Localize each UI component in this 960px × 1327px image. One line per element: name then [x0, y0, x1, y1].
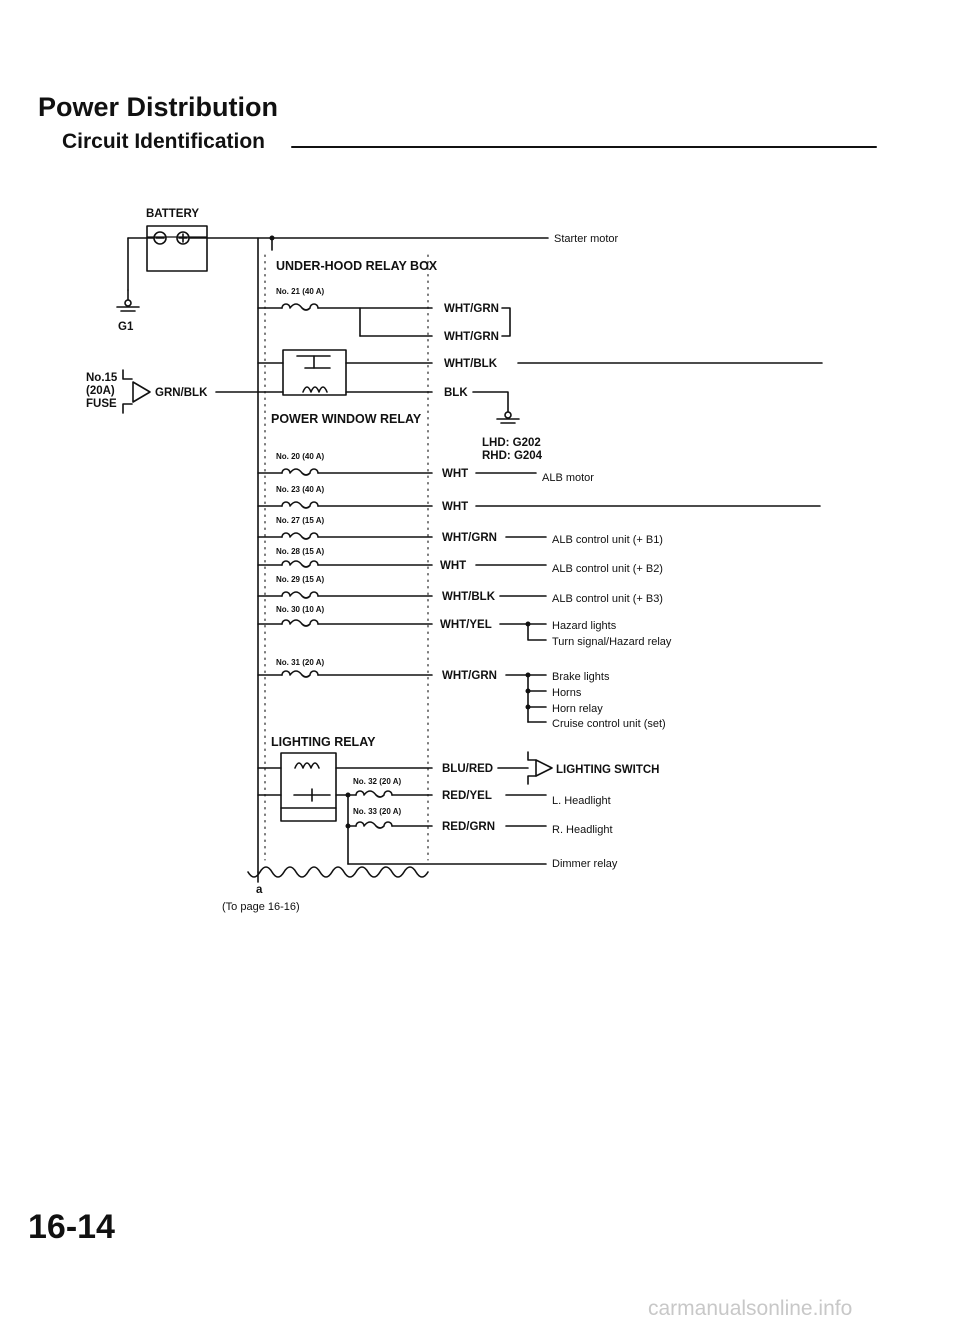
ground-rhd-label: RHD: G204: [482, 450, 543, 462]
wire-wsw: BLU/RED: [442, 763, 493, 775]
lighting-relay-icon: [257, 752, 433, 822]
load-lighting-switch: LIGHTING SWITCH: [556, 764, 660, 776]
svg-text:No. 23 (40 A): No. 23 (40 A): [276, 485, 324, 494]
wire-w29: WHT/BLK: [442, 591, 496, 603]
break-line: [247, 866, 429, 878]
wire-w27: WHT/GRN: [442, 532, 497, 544]
relay-box-label: UNDER-HOOD RELAY BOX: [276, 259, 438, 273]
connector-arrow-icon: [122, 369, 151, 414]
svg-text:No. 21 (40 A): No. 21 (40 A): [276, 287, 324, 296]
page-title: Power Distribution: [38, 92, 279, 122]
load-cruise: Cruise control unit (set): [552, 718, 666, 730]
load-horn-relay: Horn relay: [552, 703, 603, 715]
starter-label: Starter motor: [554, 233, 619, 245]
wire-w21a: WHT/GRN: [444, 303, 499, 315]
wire-w23: WHT: [442, 501, 468, 513]
connector-arrow-icon: [527, 751, 553, 785]
wire-w30: WHT/YEL: [440, 619, 492, 631]
ground-label-g1: G1: [118, 321, 134, 333]
ground-symbol-g1: [116, 289, 140, 312]
fuse-row-27: No. 27 (15 A): [257, 516, 433, 540]
wire-w32: RED/YEL: [442, 790, 492, 802]
to-page-letter: a: [256, 884, 263, 896]
load-brake: Brake lights: [552, 671, 610, 683]
fuse-row-20: No. 20 (40 A): [257, 452, 433, 476]
splice-31: [525, 672, 547, 723]
page-number: 16-14: [28, 1208, 115, 1246]
svg-text:No. 30 (10 A): No. 30 (10 A): [276, 605, 324, 614]
svg-text:No. 32 (20 A): No. 32 (20 A): [353, 777, 401, 786]
wire-wpw: WHT/BLK: [444, 358, 498, 370]
fuse15-line2: (20A): [86, 385, 115, 397]
wire-w31: WHT/GRN: [442, 670, 497, 682]
page-subtitle: Circuit Identification: [62, 130, 266, 153]
wire-w20: WHT: [442, 468, 468, 480]
ground-lhd-label: LHD: G202: [482, 437, 541, 449]
load-l-headlight: L. Headlight: [552, 795, 611, 807]
power-window-relay-icon: [257, 349, 433, 396]
load-turn: Turn signal/Hazard relay: [552, 636, 672, 648]
splice-21: [501, 307, 511, 337]
load-horns: Horns: [552, 687, 582, 699]
fuse15-line1: No.15: [86, 372, 118, 384]
svg-text:No. 31 (20 A): No. 31 (20 A): [276, 658, 324, 667]
battery-label: BATTERY: [146, 208, 199, 220]
wire-w28: WHT: [440, 560, 466, 572]
fuse-row-29: No. 29 (15 A): [257, 575, 433, 599]
fuse-row-31: No. 31 (20 A): [257, 658, 433, 678]
wire-wblk: BLK: [444, 387, 468, 399]
load-hazard: Hazard lights: [552, 620, 617, 632]
fuse15-line3: FUSE: [86, 398, 117, 410]
watermark: carmanualsonline.info: [648, 1297, 853, 1320]
fuse-row-32: No. 32 (20 A): [345, 777, 433, 865]
wire-w21b: WHT/GRN: [444, 331, 499, 343]
svg-text:No. 28 (15 A): No. 28 (15 A): [276, 547, 324, 556]
splice-30: [527, 623, 547, 641]
relay-box-border: [264, 254, 429, 861]
fuse-row-30: No. 30 (10 A): [257, 605, 433, 627]
lighting-relay-label: LIGHTING RELAY: [271, 735, 376, 749]
wire-w33: RED/GRN: [442, 821, 495, 833]
load-alb-b1: ALB control unit (+ B1): [552, 534, 663, 546]
svg-text:No. 29 (15 A): No. 29 (15 A): [276, 575, 324, 584]
svg-text:No. 33 (20 A): No. 33 (20 A): [353, 807, 401, 816]
load-alb-b3: ALB control unit (+ B3): [552, 593, 663, 605]
to-page-label: (To page 16-16): [222, 901, 300, 913]
svg-text:No. 20 (40 A): No. 20 (40 A): [276, 452, 324, 461]
load-alb-motor: ALB motor: [542, 472, 594, 484]
fuse-row-33: No. 33 (20 A): [345, 807, 433, 829]
load-r-headlight: R. Headlight: [552, 824, 613, 836]
power-window-relay-label: POWER WINDOW RELAY: [271, 412, 422, 426]
load-alb-b2: ALB control unit (+ B2): [552, 563, 663, 575]
battery-icon: [127, 225, 273, 291]
ground-symbol-g202: [496, 411, 520, 424]
fuse-row-28: No. 28 (15 A): [257, 547, 433, 568]
load-dimmer: Dimmer relay: [552, 858, 618, 870]
fuse-row-21: No. 21 (40 A): [257, 287, 433, 337]
svg-text:No. 27 (15 A): No. 27 (15 A): [276, 516, 324, 525]
fuse-row-23: No. 23 (40 A): [257, 485, 433, 509]
fuse15-wire: GRN/BLK: [155, 387, 208, 399]
